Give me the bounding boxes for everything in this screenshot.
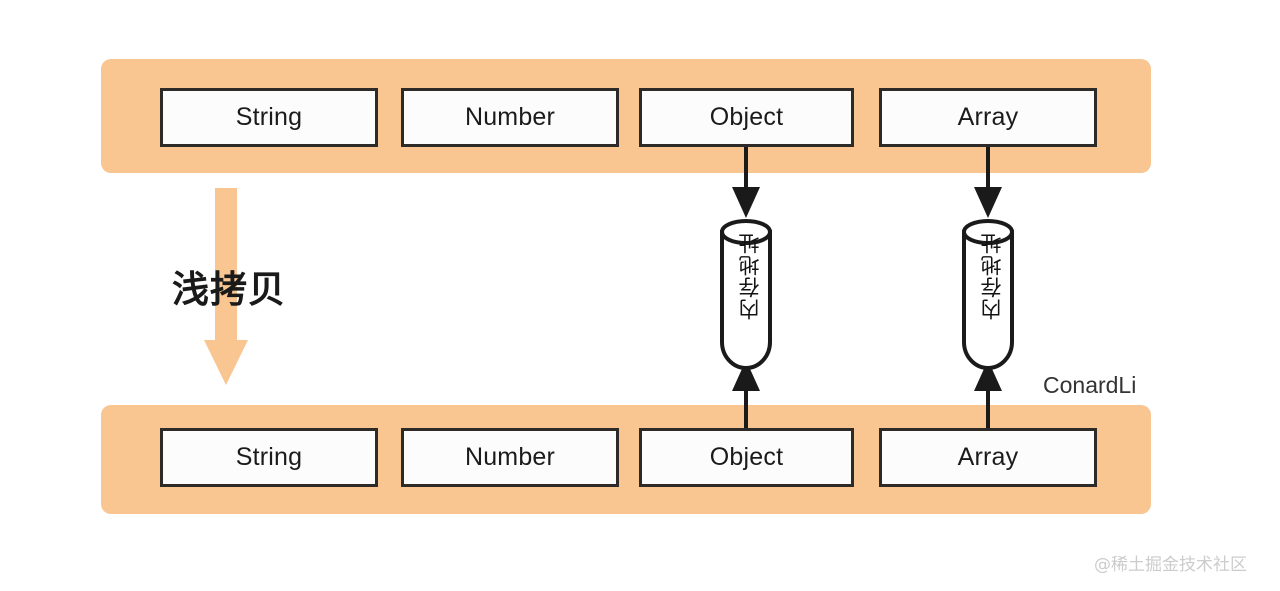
copy-box-number-label: Number: [464, 443, 556, 471]
memory-address-cylinder-object: [720, 219, 772, 370]
connector-array-top: [974, 143, 1002, 218]
copy-box-string: String: [160, 428, 378, 487]
source-box-number-label: Number: [464, 103, 556, 131]
shallow-copy-arrow-icon: [204, 188, 248, 385]
memory-address-cylinder-array: [962, 219, 1014, 370]
memory-address-label-object: 内存地址: [738, 232, 762, 320]
source-box-string: String: [160, 88, 378, 147]
memory-address-label-array: 内存地址: [980, 232, 1004, 320]
site-watermark: @稀土掘金技术社区: [1094, 555, 1247, 575]
copy-box-object: Object: [639, 428, 854, 487]
connector-object-top: [732, 143, 760, 218]
author-watermark: ConardLi: [1043, 372, 1137, 398]
shallow-copy-label: 浅拷贝: [172, 268, 286, 311]
source-box-array-label: Array: [957, 103, 1019, 131]
source-box-object-label: Object: [709, 103, 784, 131]
source-box-object: Object: [639, 88, 854, 147]
copy-box-object-label: Object: [709, 443, 784, 471]
source-box-number: Number: [401, 88, 619, 147]
copy-box-string-label: String: [235, 443, 303, 471]
copy-box-array: Array: [879, 428, 1097, 487]
source-box-string-label: String: [235, 103, 303, 131]
copy-box-array-label: Array: [957, 443, 1019, 471]
source-box-array: Array: [879, 88, 1097, 147]
copy-box-number: Number: [401, 428, 619, 487]
